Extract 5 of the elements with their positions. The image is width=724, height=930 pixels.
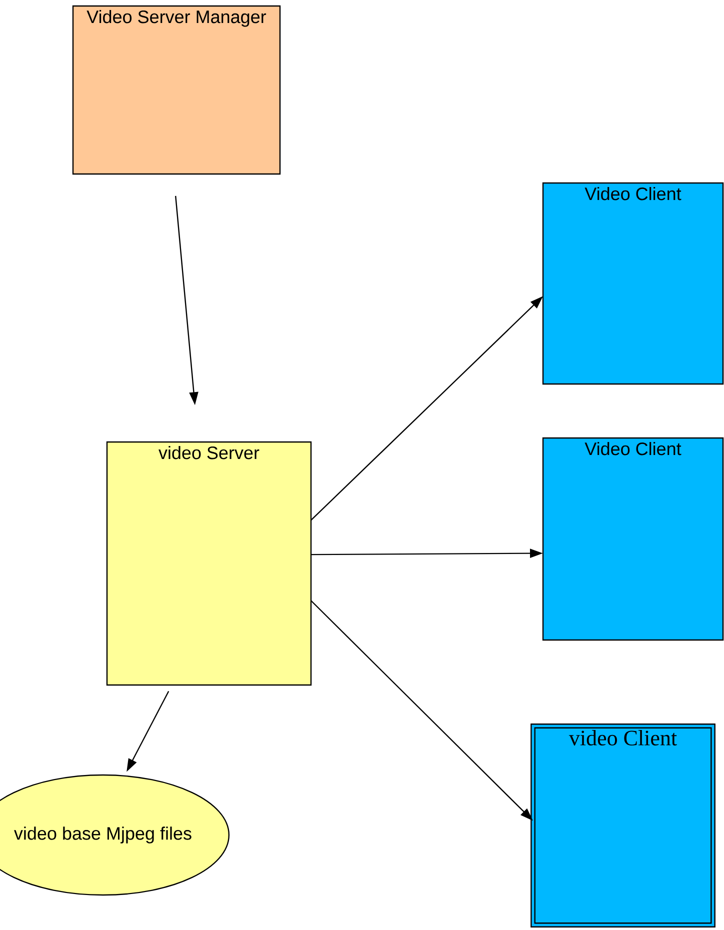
process-box: video Server: [106, 441, 312, 686]
process-box: Video Client: [542, 182, 724, 385]
process-box: Video Client: [542, 437, 724, 641]
process-box: video Client: [530, 724, 716, 928]
process-box: Video Server Manager: [72, 5, 281, 175]
